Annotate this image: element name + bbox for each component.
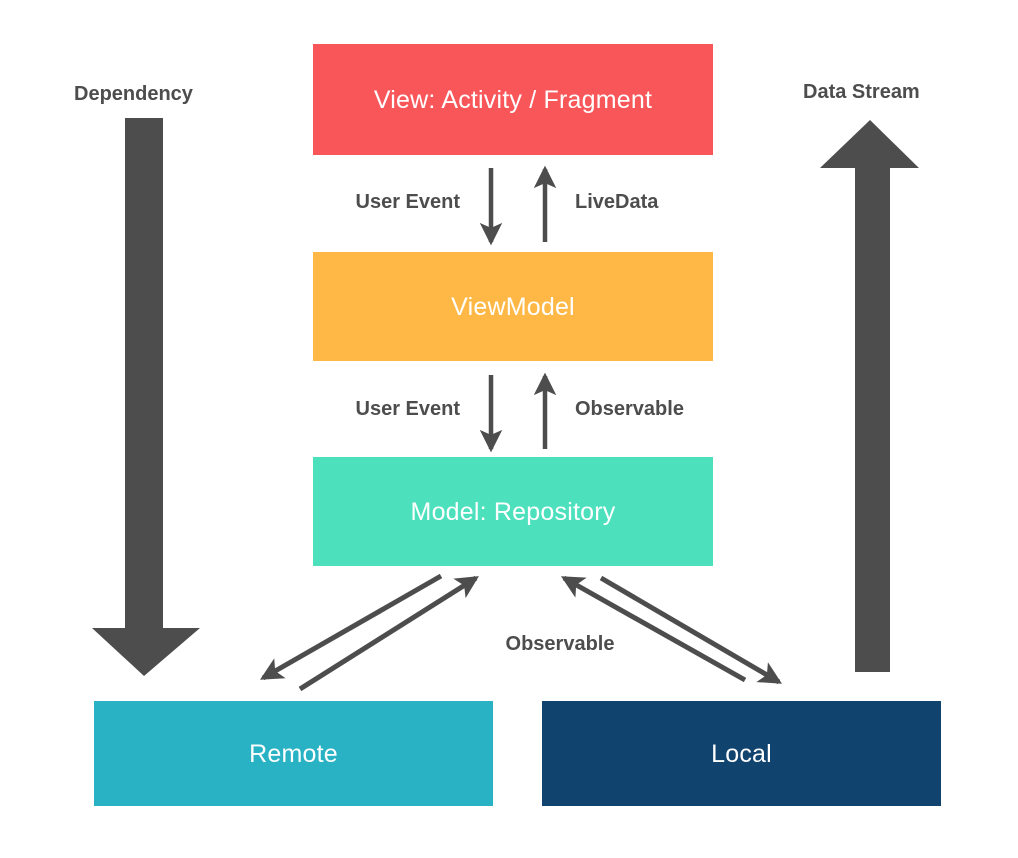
node-viewmodel[interactable]: ViewModel (313, 252, 713, 361)
node-local-label: Local (711, 739, 772, 768)
side-label-dependency: Dependency (74, 83, 193, 105)
data-stream-arrow-icon (820, 120, 919, 672)
arrow-model-to-local (599, 575, 782, 685)
dependency-arrow-icon (92, 118, 200, 676)
arrow-model-to-remote (260, 573, 443, 681)
edge-label-observable-sources: Observable (505, 633, 615, 655)
node-view[interactable]: View: Activity / Fragment (313, 44, 713, 155)
node-viewmodel-label: ViewModel (451, 292, 575, 321)
edge-label-user-event-view: User Event (355, 191, 461, 213)
edge-label-livedata: LiveData (575, 191, 659, 213)
node-model[interactable]: Model: Repository (313, 457, 713, 566)
node-remote-label: Remote (249, 739, 338, 768)
arrow-remote-to-model (298, 575, 479, 692)
side-label-data-stream: Data Stream (803, 81, 920, 103)
node-remote[interactable]: Remote (94, 701, 493, 806)
node-view-label: View: Activity / Fragment (373, 85, 653, 114)
arrow-local-to-model (560, 575, 747, 683)
node-local[interactable]: Local (542, 701, 941, 806)
node-model-label: Model: Repository (410, 497, 616, 526)
edge-label-observable-model: Observable (575, 398, 684, 420)
edge-label-user-event-viewmodel: User Event (355, 398, 461, 420)
